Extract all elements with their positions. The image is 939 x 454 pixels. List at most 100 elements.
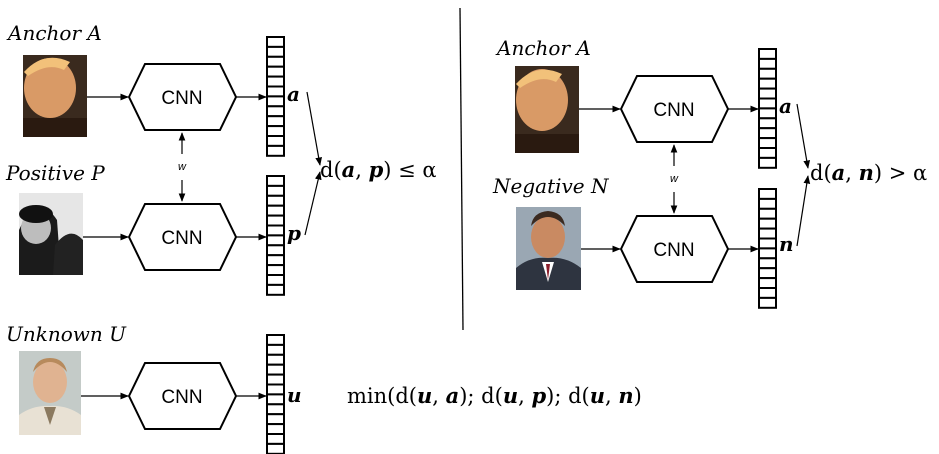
vector-cell [758,97,777,110]
shared-weight-label: w [178,161,187,173]
vector-cell [266,403,285,416]
vector-cell [266,383,285,396]
vector-cell [758,217,777,230]
vector-cell [758,296,777,309]
vector-cell [266,75,285,88]
cnn-block-negative: CNN [619,215,730,283]
vector-cell [266,244,285,257]
cnn-block-anchor-right: CNN [619,75,730,143]
vector-cell [758,287,777,299]
vector-cell [266,45,285,58]
arrow-a-to-distance-left [306,91,322,166]
vector-cell [266,283,285,296]
vector-cell [266,105,285,118]
embedding-vector-u [266,334,285,454]
embedding-vector-a-right [758,48,777,169]
shared-weights-right: w [670,144,679,214]
formula-negative-distance: d(a, n) > α [810,160,927,185]
photo-negative [516,207,581,290]
vector-cell [758,156,777,169]
vector-cell [758,137,777,150]
formula-minimum-distance: min(d(u, a); d(u, p); d(u, n) [347,383,642,408]
vector-cell [758,107,777,120]
vector-cell [758,237,777,250]
vector-cell [266,264,285,277]
divider-line [459,7,464,331]
vector-cell [266,413,285,426]
label-positive: Positive P [5,161,105,185]
vector-cell [266,194,285,207]
vector-cell [758,207,777,220]
vector-cell [266,125,285,137]
vector-cell [266,423,285,436]
vector-cell [266,393,285,406]
vector-cell [758,227,777,240]
vector-cell [758,77,777,90]
embedding-vector-n [758,188,777,309]
vector-cell [266,36,285,48]
vector-cell [266,175,285,187]
vector-label-a-right: a [779,94,792,118]
vector-cell [266,214,285,227]
photo-anchor-right [515,66,579,153]
vector-cell [758,48,777,60]
vector-cell [266,234,285,247]
label-negative: Negative N [492,174,610,198]
arrow-a-to-distance-right [796,103,811,169]
vector-label-n: n [779,232,794,256]
vector-cell [758,147,777,159]
vector-cell [266,254,285,267]
photo-positive [19,193,83,275]
vector-cell [266,204,285,217]
vector-cell [266,184,285,197]
label-anchor-right: Anchor A [495,36,591,60]
label-unknown: Unknown U [6,322,127,346]
vector-cell [266,334,285,346]
vector-cell [758,267,777,280]
arrow-p-to-distance-left [304,171,322,236]
vector-label-a-left: a [287,82,300,106]
embedding-vector-p [266,175,285,296]
vector-cell [758,277,777,290]
vector-cell [266,144,285,157]
vector-cell [266,115,285,128]
vector-cell [758,87,777,100]
vector-cell [266,373,285,386]
shared-weight-label: w [670,173,679,185]
cnn-block-anchor-left: CNN [127,63,238,131]
vector-cell [266,353,285,366]
cnn-label: CNN [161,228,202,249]
vector-cell [758,247,777,260]
vector-cell [758,127,777,140]
vector-cell [266,442,285,454]
vector-cell [266,55,285,68]
cnn-block-unknown: CNN [127,362,238,430]
vector-cell [266,343,285,356]
embedding-vector-a-left [266,36,285,157]
vector-label-u: u [287,383,302,407]
vector-cell [266,274,285,286]
vector-cell [758,117,777,130]
vector-cell [266,433,285,445]
arrow-n-to-distance-right [796,175,811,247]
vector-cell [266,135,285,147]
vector-cell [758,57,777,70]
formula-positive-distance: d(a, p) ≤ α [320,157,437,182]
vector-cell [266,85,285,98]
vector-cell [266,65,285,78]
cnn-label: CNN [653,100,694,121]
vector-cell [266,363,285,376]
vector-cell [758,197,777,210]
vector-label-p: p [287,221,301,245]
vector-cell [758,257,777,270]
cnn-label: CNN [161,88,202,109]
cnn-label: CNN [653,240,694,261]
vector-cell [758,188,777,200]
vector-cell [758,67,777,80]
vector-cell [266,224,285,237]
shared-weights-left: w [178,132,187,202]
label-anchor-left: Anchor A [6,21,102,45]
photo-anchor-left [23,55,87,137]
vector-cell [266,95,285,108]
